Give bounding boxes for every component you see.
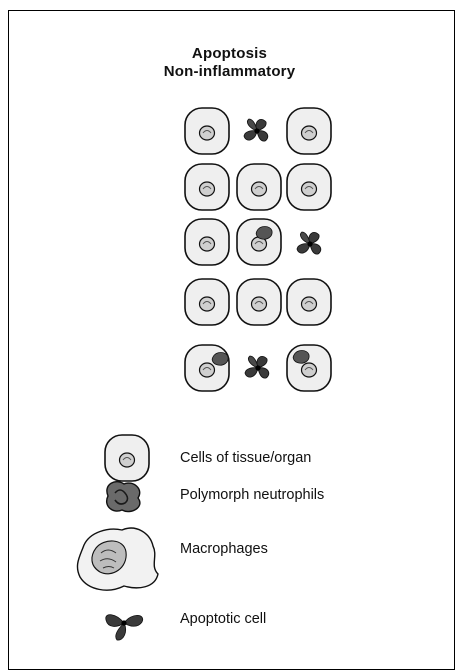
- legend-label-apoptotic: Apoptotic cell: [180, 611, 266, 627]
- legend-label-neutrophils: Polymorph neutrophils: [180, 487, 324, 503]
- apoptotic-fragment: [293, 351, 309, 364]
- tissue-cell: [237, 279, 281, 325]
- row-3: [185, 219, 321, 265]
- tissue-cell: [185, 219, 229, 265]
- legend-apoptotic-icon: [106, 615, 143, 640]
- apoptotic-cell: [297, 232, 321, 254]
- apoptotic-cell: [244, 119, 268, 141]
- legend-label-cells: Cells of tissue/organ: [180, 450, 311, 466]
- apoptotic-fragment: [256, 227, 272, 240]
- tissue-cell: [237, 164, 281, 210]
- tissue-cell-engulfing: [287, 345, 331, 391]
- row-4: [185, 279, 331, 325]
- apoptotic-cell: [245, 356, 269, 378]
- legend-neutrophil-icon: [107, 482, 140, 512]
- tissue-cell: [287, 108, 331, 154]
- tissue-cell: [287, 279, 331, 325]
- row-1: [185, 108, 331, 154]
- legend-tissue-cell-icon: [105, 435, 149, 481]
- tissue-cell-engulfing: [185, 345, 229, 391]
- apoptotic-fragment: [212, 353, 228, 366]
- legend-macrophage-icon: [77, 528, 158, 590]
- tissue-cell: [185, 164, 229, 210]
- tissue-cell: [185, 279, 229, 325]
- legend-label-macrophages: Macrophages: [180, 541, 268, 557]
- tissue-cell: [185, 108, 229, 154]
- tissue-cell-engulfing: [237, 219, 281, 265]
- row-5: [185, 345, 331, 391]
- row-2: [185, 164, 331, 210]
- tissue-cell: [287, 164, 331, 210]
